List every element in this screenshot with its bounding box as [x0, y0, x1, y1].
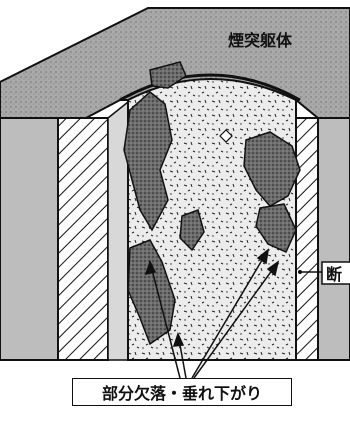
- side-label: 断: [326, 265, 342, 284]
- wall-hatch-left: [58, 118, 108, 360]
- side-leader-dot: [298, 270, 302, 274]
- outer-wall-left: [0, 118, 58, 360]
- wall-hatch-right: [296, 118, 318, 360]
- bottom-label-box: 部分欠落・垂れ下がり: [72, 378, 292, 406]
- chimney-body-label: 煙突躯体: [228, 31, 293, 50]
- outer-wall-right: [318, 118, 350, 360]
- bottom-label: 部分欠落・垂れ下がり: [102, 380, 262, 404]
